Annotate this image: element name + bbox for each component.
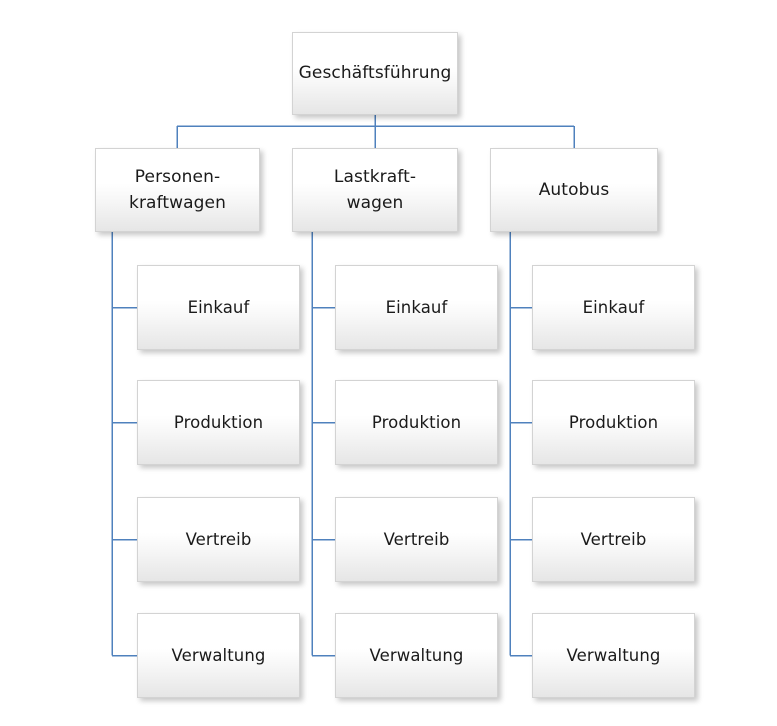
node-branch-2-child-3[interactable]: Vertreib [335, 497, 498, 582]
node-branch-3-child-1[interactable]: Einkauf [532, 265, 695, 350]
node-branch-2-child-2[interactable]: Produktion [335, 380, 498, 465]
node-branch-1-child-3[interactable]: Vertreib [137, 497, 300, 582]
node-branch-2[interactable]: Lastkraft- wagen [292, 148, 458, 232]
node-branch-1-child-1[interactable]: Einkauf [137, 265, 300, 350]
node-branch-2-child-4[interactable]: Verwaltung [335, 613, 498, 698]
node-branch-3-child-2[interactable]: Produktion [532, 380, 695, 465]
node-branch-1-child-4[interactable]: Verwaltung [137, 613, 300, 698]
node-root[interactable]: Geschäftsführung [292, 32, 458, 115]
node-branch-1[interactable]: Personen- kraftwagen [95, 148, 260, 232]
node-branch-2-child-1[interactable]: Einkauf [335, 265, 498, 350]
node-branch-3-child-4[interactable]: Verwaltung [532, 613, 695, 698]
node-branch-3[interactable]: Autobus [490, 148, 658, 232]
node-branch-1-child-2[interactable]: Produktion [137, 380, 300, 465]
node-branch-3-child-3[interactable]: Vertreib [532, 497, 695, 582]
